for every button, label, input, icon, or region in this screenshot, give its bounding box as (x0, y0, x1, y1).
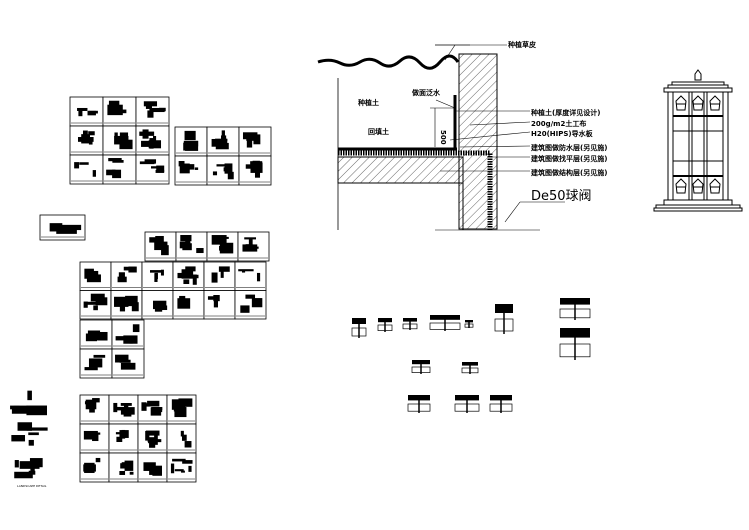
detail-thumbnail[interactable] (172, 290, 205, 320)
detail-drawing[interactable] (464, 320, 474, 328)
detail-thumbnail[interactable] (203, 261, 236, 291)
detail-thumbnail[interactable] (206, 126, 240, 157)
detail-thumbnail[interactable] (110, 290, 143, 320)
detail-thumbnail[interactable] (79, 394, 110, 425)
detail-thumbnail[interactable] (79, 348, 113, 379)
lantern-icon (692, 178, 704, 194)
retaining-wall (458, 53, 498, 230)
lamp-lanterns (675, 95, 721, 194)
detail-drawing[interactable] (11, 422, 48, 446)
detail-thumbnail[interactable] (144, 231, 177, 262)
detail-drawing[interactable] (402, 318, 418, 330)
layer-callout: 建筑图做防水层(另见施) (531, 143, 607, 152)
detail-thumbnail[interactable] (137, 452, 168, 483)
detail-thumbnail[interactable] (166, 394, 197, 425)
grass-line (317, 54, 460, 70)
detail-thumbnail[interactable] (174, 155, 208, 186)
detail-thumbnail[interactable] (69, 96, 104, 127)
lantern-icon (675, 178, 687, 194)
detail-thumbnail[interactable] (79, 261, 112, 291)
detail-thumbnail[interactable] (79, 423, 110, 454)
lantern-icon (692, 95, 704, 111)
detail-thumbnail[interactable] (137, 394, 168, 425)
detail-drawing[interactable] (407, 395, 431, 413)
layer-callout: 种植土(厚度详见设计) (530, 108, 600, 117)
detail-thumbnail[interactable] (135, 154, 170, 185)
detail-thumbnail[interactable] (137, 423, 168, 454)
layer-callouts: 种植土(厚度详见设计) 200g/m2土工布H20(HIPS)导水板建筑图做防水层… (530, 108, 607, 177)
layer-callout: 200g/m2土工布 (531, 119, 586, 128)
detail-thumbnail[interactable] (141, 261, 174, 291)
label-flashing: 做面泛水 (411, 88, 441, 97)
detail-drawing[interactable] (454, 395, 480, 413)
detail-thumbnail[interactable] (172, 261, 205, 291)
detail-drawing[interactable] (377, 318, 393, 332)
detail-thumbnail[interactable] (79, 290, 112, 320)
detail-thumbnail[interactable] (108, 423, 139, 454)
detail-thumbnail[interactable] (206, 155, 240, 186)
detail-drawing[interactable] (14, 458, 43, 479)
structural-slab (337, 156, 464, 184)
detail-sheet-thumbnails (10, 96, 272, 483)
detail-thumbnail[interactable] (102, 96, 137, 127)
layer-callout: 建筑图做找平层(另见施) (531, 154, 607, 163)
detail-thumbnail[interactable] (238, 155, 272, 186)
detail-thumbnail[interactable] (79, 319, 113, 350)
detail-thumbnail[interactable] (79, 452, 110, 483)
detail-thumbnail[interactable] (39, 214, 86, 241)
planting-roof-section (317, 44, 565, 231)
detail-thumbnail[interactable] (174, 126, 208, 157)
detail-thumbnail[interactable] (111, 348, 145, 379)
detail-thumbnail[interactable] (135, 125, 170, 156)
detail-thumbnail[interactable] (166, 452, 197, 483)
detail-thumbnail[interactable] (166, 423, 197, 454)
layer-callout: H20(HIPS)导水板 (531, 129, 594, 138)
detail-thumbnail[interactable] (206, 231, 239, 262)
lantern-icon (675, 95, 687, 111)
label-top-grass: 种植草皮 (507, 40, 536, 49)
label-backfill-soil: 回填土 (368, 127, 389, 136)
label-planting-soil: 种植土 (357, 98, 379, 107)
lantern-icon (709, 178, 721, 194)
lamp-elevation (653, 69, 743, 212)
dimension-500: 500 (439, 130, 447, 145)
detail-thumbnail[interactable] (69, 154, 104, 185)
detail-drawing[interactable] (494, 304, 514, 334)
detail-thumbnail[interactable] (108, 452, 139, 483)
detail-thumbnail[interactable] (234, 261, 267, 291)
detail-drawing[interactable] (489, 395, 513, 413)
sheet-caption: LANDSCAPE DETAIL (17, 484, 47, 488)
detail-drawing[interactable] (429, 315, 461, 331)
detail-thumbnail[interactable] (237, 231, 270, 262)
detail-drawing[interactable] (461, 362, 479, 374)
detail-thumbnail[interactable] (175, 231, 208, 262)
lantern-icon (709, 95, 721, 111)
detail-thumbnail[interactable] (102, 154, 137, 185)
detail-drawing[interactable] (559, 328, 591, 360)
detail-thumbnail[interactable] (238, 126, 272, 157)
detail-thumbnail[interactable] (69, 125, 104, 156)
detail-thumbnail[interactable] (110, 261, 143, 291)
layer-callout: 建筑图做结构层(另见施) (531, 168, 607, 177)
detail-thumbnail[interactable] (141, 290, 174, 320)
detail-drawing[interactable] (351, 318, 367, 338)
detail-drawing[interactable] (411, 360, 431, 374)
small-details (351, 298, 591, 413)
detail-thumbnail[interactable] (135, 96, 170, 127)
detail-drawing[interactable] (559, 298, 591, 320)
detail-thumbnail[interactable] (203, 290, 236, 320)
detail-thumbnail[interactable] (234, 290, 267, 320)
detail-thumbnail[interactable] (102, 125, 137, 156)
detail-drawing[interactable] (10, 390, 47, 416)
detail-thumbnail[interactable] (111, 319, 145, 350)
detail-thumbnail[interactable] (108, 394, 139, 425)
label-valve: De50球阀 (531, 189, 592, 204)
